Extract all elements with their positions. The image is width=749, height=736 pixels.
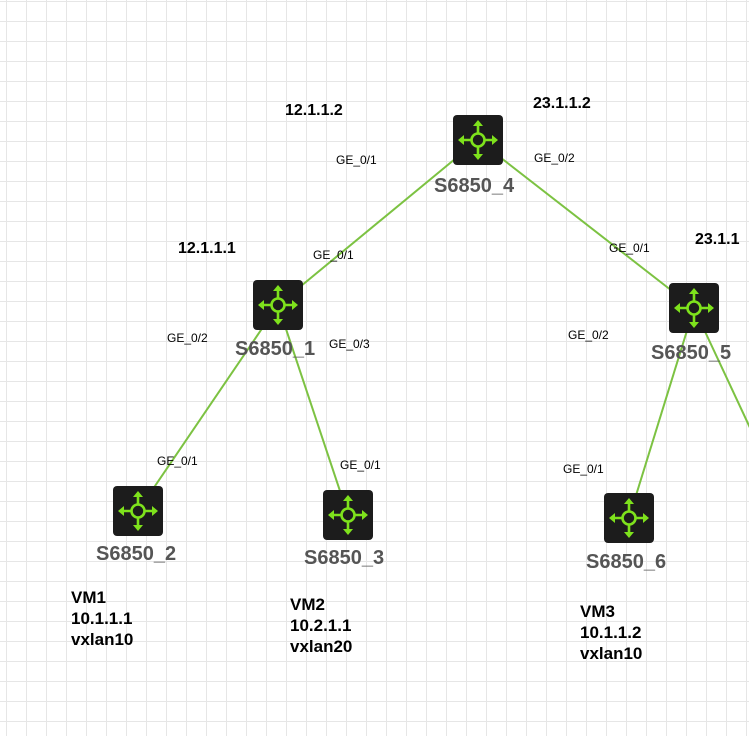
vm-info-vm3: VM3 10.1.1.2 vxlan10 — [580, 601, 642, 664]
device-body — [604, 493, 654, 543]
vm-name: VM1 — [71, 588, 106, 607]
device-name-s6850-6: S6850_6 — [586, 551, 667, 573]
device-body — [453, 115, 503, 165]
link-s6850-1-s6850-2[interactable] — [137, 304, 279, 512]
device-name-s6850-5: S6850_5 — [651, 342, 732, 364]
switch-arrows-icon — [674, 288, 714, 328]
switch-arrows-icon — [328, 495, 368, 535]
vm-vxlan: vxlan10 — [71, 630, 134, 649]
port-label: GE_0/2 — [568, 328, 609, 342]
port-label: GE_0/2 — [167, 331, 208, 345]
port-label: GE_0/1 — [313, 248, 354, 262]
device-s6850-6[interactable] — [604, 493, 654, 543]
device-s6850-5[interactable] — [669, 283, 719, 333]
link-s6850-4-s6850-1[interactable] — [277, 139, 479, 306]
device-s6850-1[interactable] — [253, 280, 303, 330]
port-label: GE_0/2 — [534, 151, 575, 165]
vm-vxlan: vxlan20 — [290, 637, 353, 656]
vm-name: VM2 — [290, 595, 325, 614]
device-name-s6850-2: S6850_2 — [96, 543, 177, 565]
vm-info-vm1: VM1 10.1.1.1 vxlan10 — [71, 587, 133, 650]
device-body — [323, 490, 373, 540]
port-label: GE_0/1 — [340, 458, 381, 472]
vm-ip: 10.2.1.1 — [290, 616, 352, 635]
device-name-s6850-1: S6850_1 — [235, 338, 316, 360]
port-label: GE_0/1 — [336, 153, 377, 167]
switch-arrows-icon — [118, 491, 158, 531]
device-s6850-3[interactable] — [323, 490, 373, 540]
vm-info-vm2: VM2 10.2.1.1 vxlan20 — [290, 594, 352, 657]
device-name-s6850-4: S6850_4 — [434, 175, 515, 197]
vm-name: VM3 — [580, 602, 615, 621]
device-body — [669, 283, 719, 333]
link-s6850-1-s6850-3[interactable] — [277, 304, 349, 516]
port-label: GE_0/1 — [157, 454, 198, 468]
port-label: GE_0/1 — [563, 462, 604, 476]
port-label: GE_0/3 — [329, 337, 370, 351]
ip-label-s6850-5-ge01: 23.1.1 — [695, 231, 740, 248]
ip-label-s6850-4-ge02: 23.1.1.2 — [533, 95, 591, 112]
switch-arrows-icon — [609, 498, 649, 538]
device-body — [253, 280, 303, 330]
switch-arrows-icon — [458, 120, 498, 160]
device-s6850-4[interactable] — [453, 115, 503, 165]
vm-vxlan: vxlan10 — [580, 644, 643, 663]
ip-label-s6850-1-ge01: 12.1.1.1 — [178, 240, 236, 257]
vm-ip: 10.1.1.2 — [580, 623, 642, 642]
link-s6850-5-s6850-6[interactable] — [628, 307, 695, 519]
vm-ip: 10.1.1.1 — [71, 609, 133, 628]
link-s6850-4-s6850-5[interactable] — [477, 139, 695, 309]
device-s6850-2[interactable] — [113, 486, 163, 536]
device-name-s6850-3: S6850_3 — [304, 547, 385, 569]
device-body — [113, 486, 163, 536]
port-label: GE_0/1 — [609, 241, 650, 255]
switch-arrows-icon — [258, 285, 298, 325]
ip-label-s6850-4-ge01: 12.1.1.2 — [285, 102, 343, 119]
